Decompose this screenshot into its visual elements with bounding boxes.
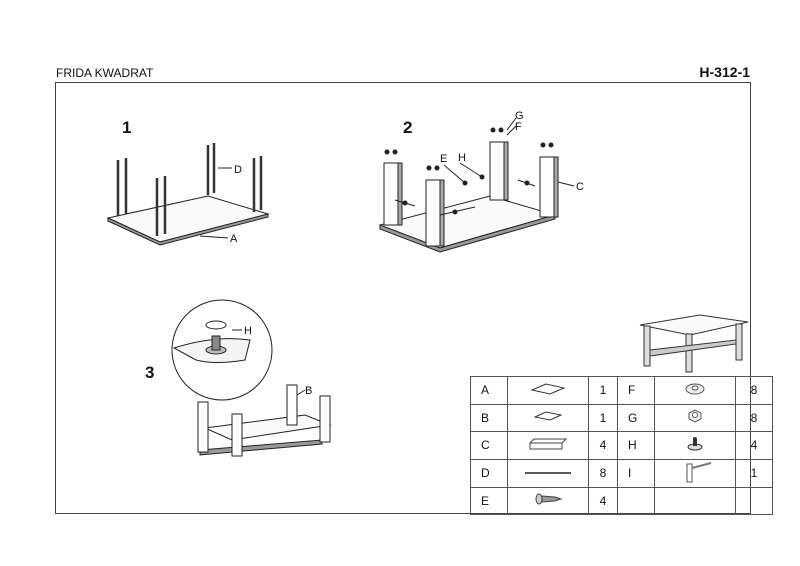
washer-icon [654, 376, 736, 405]
part-letter: E [470, 486, 508, 515]
label-h: H [244, 325, 252, 337]
label-d: D [234, 164, 242, 176]
step-3-diagram: 3 H B [145, 299, 332, 457]
parts-table: A 1 F 8 B 1 G 8 C 4 H 4 D 8 I 1 E 4 [470, 376, 773, 515]
label-g: G [515, 110, 524, 122]
step-1-diagram: 1 D A [106, 118, 270, 246]
table-row: D 8 I 1 [470, 458, 773, 488]
rod-icon [507, 458, 589, 488]
part-letter: G [617, 403, 655, 432]
step-number: 1 [122, 118, 131, 137]
empty-cell [654, 486, 736, 515]
part-qty: 1 [588, 376, 618, 405]
nut-icon [654, 403, 736, 432]
table-row: E 4 [470, 486, 773, 515]
part-qty: 4 [588, 486, 618, 515]
table-row: C 4 H 4 [470, 431, 773, 460]
part-qty: 4 [735, 431, 773, 460]
label-h: H [458, 152, 466, 164]
part-qty: 4 [588, 431, 618, 460]
label-f: F [515, 121, 522, 133]
part-letter: C [470, 431, 508, 460]
empty-cell [617, 486, 655, 515]
part-letter: H [617, 431, 655, 460]
part-letter: A [470, 376, 508, 405]
glass-top-icon [507, 376, 589, 405]
part-qty: 1 [735, 458, 773, 488]
allen-key-icon [654, 458, 736, 488]
screw-icon [507, 486, 589, 515]
label-e: E [440, 153, 447, 165]
label-b: B [305, 385, 312, 397]
empty-cell [735, 486, 773, 515]
part-letter: F [617, 376, 655, 405]
leg-icon [507, 431, 589, 460]
part-letter: D [470, 458, 508, 488]
table-row: B 1 G 8 [470, 403, 773, 432]
part-qty: 8 [588, 458, 618, 488]
label-c: C [576, 181, 584, 193]
instruction-frame [55, 82, 751, 514]
part-letter: I [617, 458, 655, 488]
part-qty: 8 [735, 376, 773, 405]
glass-shelf-icon [507, 403, 589, 432]
part-qty: 1 [588, 403, 618, 432]
step-number: 2 [403, 118, 412, 137]
step-2-diagram: 2 G F E H C [378, 110, 584, 253]
product-name: FRIDA KWADRAT [56, 66, 154, 80]
part-qty: 8 [735, 403, 773, 432]
finished-table-illustration [639, 314, 749, 373]
table-row: A 1 F 8 [470, 376, 773, 405]
step-number: 3 [145, 363, 154, 382]
shelf-support-icon [654, 431, 736, 460]
label-a: A [230, 233, 238, 245]
part-letter: B [470, 403, 508, 432]
product-code: H-312-1 [699, 64, 750, 80]
